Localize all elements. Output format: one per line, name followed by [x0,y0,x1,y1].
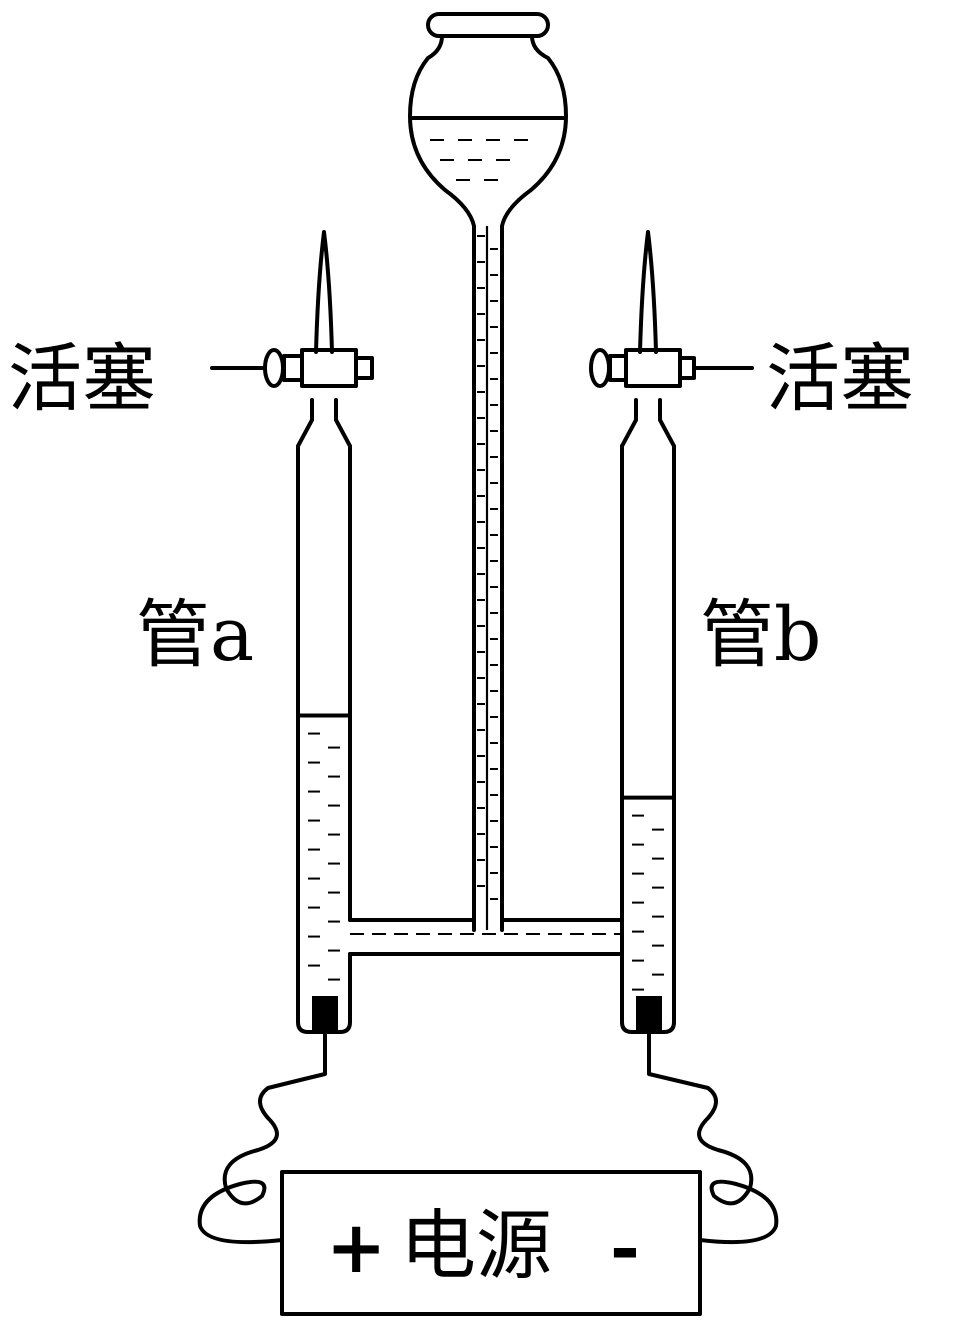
electrode-a [312,996,338,1030]
stopcock-left [210,348,374,388]
tube-a-liquid-dashes [308,732,340,981]
tube-b-liquid-dashes [632,814,664,991]
power-supply-box [280,1170,702,1316]
stopcock-right-handle [589,348,611,388]
stopcock-right [589,348,754,388]
stopcock-left-nut [354,356,374,380]
stopcock-right-nut [678,356,696,380]
tube-a-label: 管a [136,592,254,678]
wire-right [647,1030,779,1245]
funnel-rim [426,12,550,38]
stopcock-left-neck [282,354,304,382]
tube-a [296,230,352,1034]
power-minus-sign: - [610,1204,640,1289]
funnel-bulb [408,34,568,932]
stopcock-left-handle [263,348,285,388]
power-label: 电源 [400,1201,552,1290]
wire-left [197,1030,327,1245]
connecting-channel [348,918,624,956]
tube-a-nozzle [314,230,334,354]
funnel-liquid-dashes [430,139,528,900]
stopcock-right-body [624,348,682,388]
reservoir-funnel [408,12,568,932]
tube-a-body [296,398,352,1034]
stopcock-left-label: 活塞 [8,336,156,422]
stopcock-right-neck [608,354,628,382]
tube-b-label: 管b [700,592,821,678]
power-plus-sign: + [326,1204,386,1289]
tube-b-body [620,398,676,1034]
tube-b-nozzle [638,230,658,354]
wires [197,1030,779,1245]
electrode-b [636,996,662,1030]
stopcock-right-label: 活塞 [766,336,914,422]
stopcock-left-body [300,348,358,388]
